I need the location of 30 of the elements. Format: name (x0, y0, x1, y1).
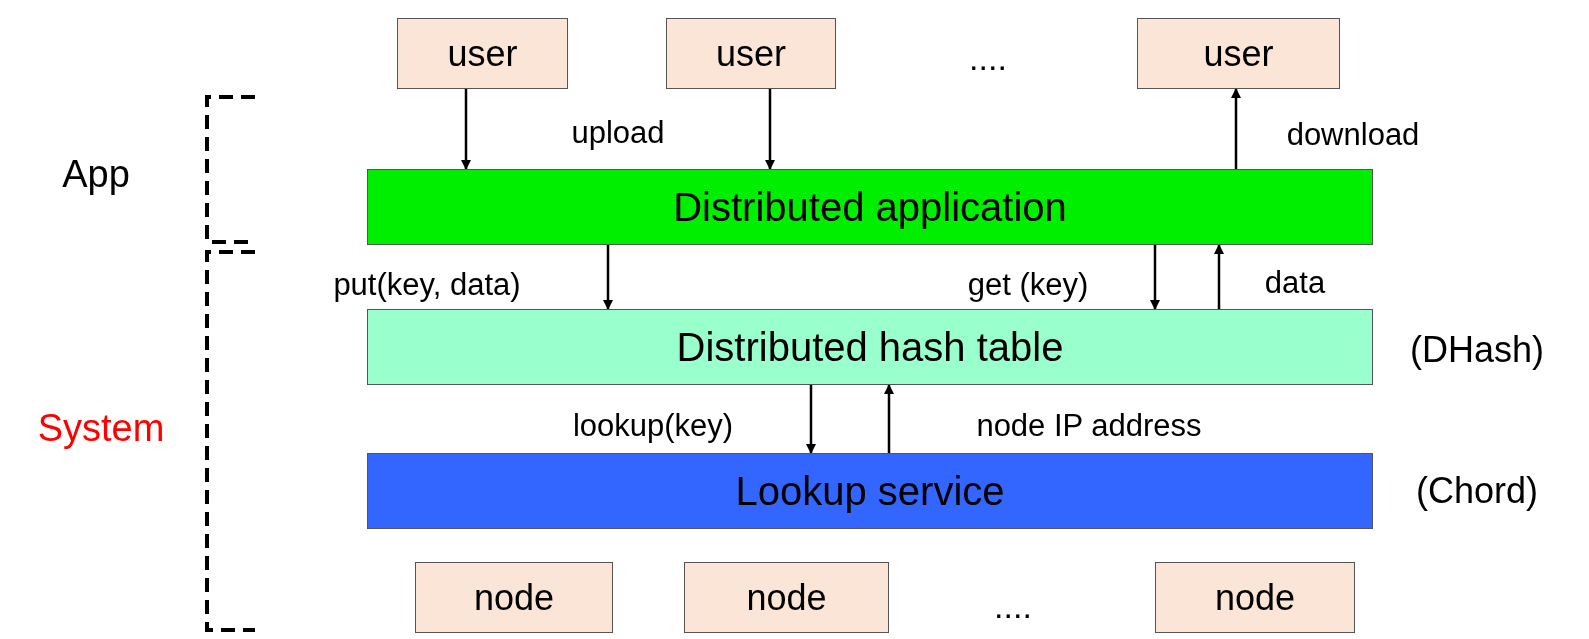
node-box: node (684, 562, 889, 633)
edge-label: put(key, data) (333, 268, 521, 300)
edge-label: lookup(key) (572, 409, 734, 441)
layer-box: Distributed hash table (367, 309, 1373, 385)
edge-label: data (1264, 266, 1326, 298)
arrow (461, 89, 471, 170)
edge-label: get (key) (967, 268, 1089, 300)
arrow (884, 384, 894, 453)
arrow (603, 245, 613, 310)
layer-caption: (Chord) (1416, 473, 1538, 509)
user-box: user (1137, 18, 1340, 89)
node-box: node (1155, 562, 1355, 633)
ellipsis: .... (969, 41, 1007, 75)
arrow (1214, 244, 1224, 309)
layer-label: App (62, 155, 130, 193)
user-box: user (666, 18, 836, 89)
arrow (1150, 245, 1160, 310)
user-box: user (397, 18, 568, 89)
arrow (1231, 88, 1241, 169)
edge-label: download (1286, 118, 1420, 150)
layer-box: Lookup service (367, 453, 1373, 529)
layer-label: System (37, 409, 165, 447)
edge-label: upload (571, 116, 665, 148)
arrow (765, 89, 775, 170)
ellipsis: .... (994, 589, 1032, 623)
layer-caption: (DHash) (1410, 332, 1544, 368)
edge-label: node IP address (976, 409, 1202, 441)
layer-box: Distributed application (367, 169, 1373, 245)
node-box: node (415, 562, 613, 633)
arrow (806, 385, 816, 454)
